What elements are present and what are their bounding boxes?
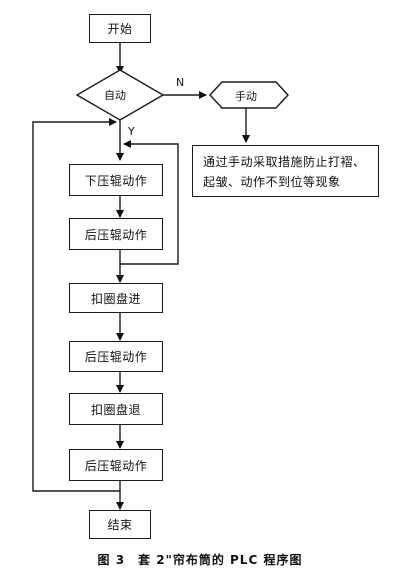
yes-branch-label: Y [128,125,135,138]
manual-note-line-1: 通过手动采取措施防止打褶、 [203,155,366,169]
manual-note-line-2: 起皱、动作不到位等现象 [203,175,341,189]
manual-note: 通过手动采取措施防止打褶、 起皱、动作不到位等现象 [192,145,379,197]
inner-loop-line [120,140,179,265]
step-rear-roller-3: 后压辊动作 [69,449,163,481]
step-ring-disc-advance: 扣圈盘进 [69,283,163,313]
end-box: 结束 [89,510,151,539]
step-rear-roller-1: 后压辊动作 [69,218,163,250]
step-rear-roller-2: 后压辊动作 [69,341,163,372]
step-ring-disc-retract: 扣圈盘退 [69,393,163,425]
start-box: 开始 [89,14,151,43]
outer-loop-line [32,118,120,492]
figure-caption: 图 3 套 2"帘布筒的 PLC 程序图 [97,553,303,567]
manual-label: 手动 [235,90,257,103]
step-press-roller-down: 下压辊动作 [69,164,163,196]
decision-label: 自动 [104,89,126,102]
manual-hexagon [209,81,289,109]
no-branch-label: N [176,76,185,89]
